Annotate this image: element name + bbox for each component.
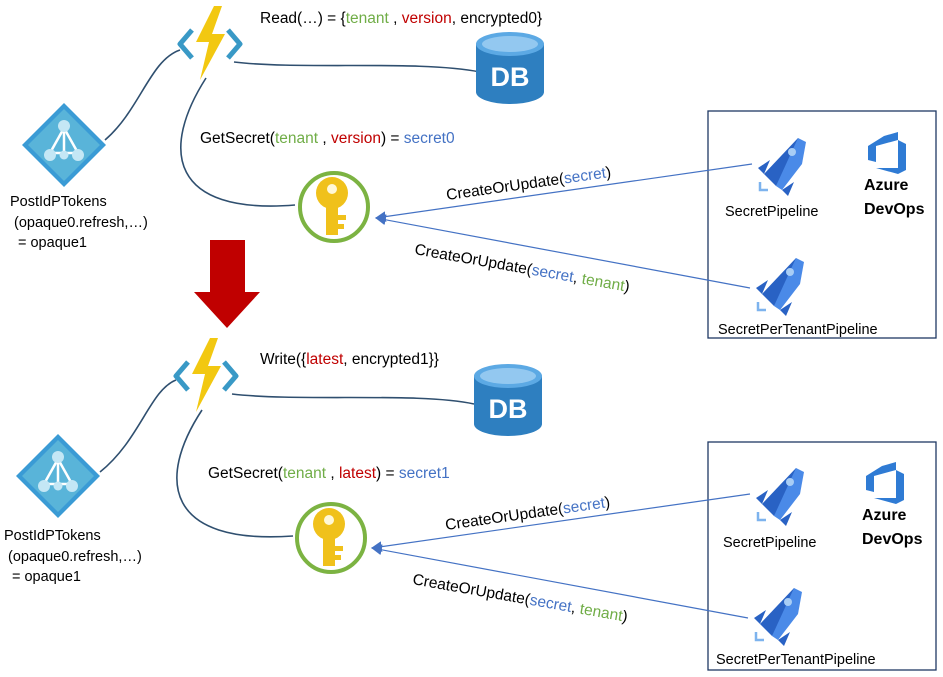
connector-function-to-db bbox=[233, 61, 481, 73]
arrow-pipeline2-to-keyvault bbox=[370, 544, 749, 619]
pipeline-rocket-icon bbox=[754, 256, 806, 318]
arrow-pipeline1-to-keyvault bbox=[374, 163, 753, 222]
connector-function-to-keyvault bbox=[176, 409, 294, 538]
connector-client-to-function bbox=[99, 379, 177, 473]
identity-app-icon bbox=[20, 101, 108, 189]
azure-function-icon bbox=[180, 6, 240, 80]
devops-label: DevOps bbox=[862, 531, 923, 548]
identity-app-icon bbox=[14, 432, 102, 520]
azure-devops-icon bbox=[868, 132, 906, 174]
devops-label: DevOps bbox=[864, 201, 925, 218]
pipeline2-label: SecretPerTenantPipeline bbox=[718, 322, 878, 338]
azure-label: Azure bbox=[862, 507, 907, 524]
client-label-line2: (opaque0.refresh,…) bbox=[14, 215, 148, 231]
client-label-line1: PostIdPTokens bbox=[10, 194, 107, 210]
down-arrow-icon bbox=[194, 240, 260, 328]
db-label: DB bbox=[491, 62, 530, 92]
getsecret-label: GetSecret(tenant , version) = secret0 bbox=[200, 130, 455, 147]
azure-function-icon bbox=[176, 338, 236, 412]
create-or-update-label-1: CreateOrUpdate(secret) bbox=[444, 494, 611, 534]
create-or-update-label-2: CreateOrUpdate(secret, tenant) bbox=[413, 241, 631, 296]
connector-client-to-function bbox=[104, 49, 181, 141]
pipeline-rocket-icon bbox=[756, 136, 808, 198]
client-label-line3: = opaque1 bbox=[12, 569, 81, 585]
pipeline2-label: SecretPerTenantPipeline bbox=[716, 652, 876, 668]
arrow-pipeline2-to-keyvault bbox=[374, 214, 751, 289]
connector-function-to-keyvault bbox=[180, 77, 296, 207]
azure-label: Azure bbox=[864, 177, 909, 194]
write-label: Write({latest, encrypted1}} bbox=[260, 351, 439, 368]
client-label-line1: PostIdPTokens bbox=[4, 528, 101, 544]
create-or-update-label-2: CreateOrUpdate(secret, tenant) bbox=[411, 571, 629, 626]
read-label: Read(…) = {tenant , version, encrypted0} bbox=[260, 10, 542, 27]
connector-function-to-db bbox=[231, 393, 475, 405]
top-section: DB Read(…) = {tenant , version, encrypte… bbox=[10, 6, 937, 339]
key-vault-icon bbox=[295, 502, 367, 574]
key-vault-icon bbox=[298, 171, 370, 243]
pipeline1-label: SecretPipeline bbox=[723, 535, 817, 551]
getsecret-label: GetSecret(tenant , latest) = secret1 bbox=[208, 465, 450, 482]
pipeline-rocket-icon bbox=[752, 586, 804, 648]
db-label: DB bbox=[489, 394, 528, 424]
client-label-line2: (opaque0.refresh,…) bbox=[8, 549, 142, 565]
devops-box bbox=[707, 110, 937, 339]
arrow-pipeline1-to-keyvault bbox=[370, 493, 751, 552]
pipeline1-label: SecretPipeline bbox=[725, 204, 819, 220]
devops-box bbox=[707, 441, 937, 671]
bottom-section: DB Write({latest, encrypted1}} GetSecret… bbox=[4, 338, 937, 671]
pipeline-rocket-icon bbox=[754, 466, 806, 528]
create-or-update-label-1: CreateOrUpdate(secret) bbox=[445, 164, 612, 204]
azure-devops-icon bbox=[866, 462, 904, 504]
client-label-line3: = opaque1 bbox=[18, 235, 87, 251]
